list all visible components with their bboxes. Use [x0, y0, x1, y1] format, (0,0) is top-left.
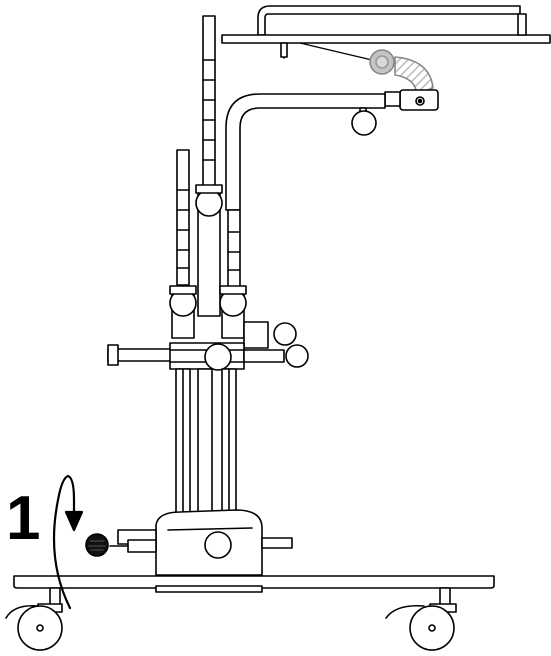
step-number-label: 1 [6, 484, 41, 553]
right-column [219, 209, 297, 349]
tray-mount-joint [369, 49, 439, 111]
tray-table [221, 5, 551, 61]
lower-support-tubes [175, 368, 237, 520]
horizontal-arm [225, 93, 386, 211]
curved-arrow-icon [52, 474, 84, 610]
clamp-collar [107, 342, 309, 371]
left-column [169, 149, 197, 339]
base-plate [13, 575, 495, 593]
center-column [195, 15, 223, 317]
caster-left [5, 587, 63, 651]
locking-knob [85, 533, 109, 557]
caster-right [385, 587, 457, 651]
base-housing [109, 509, 293, 576]
